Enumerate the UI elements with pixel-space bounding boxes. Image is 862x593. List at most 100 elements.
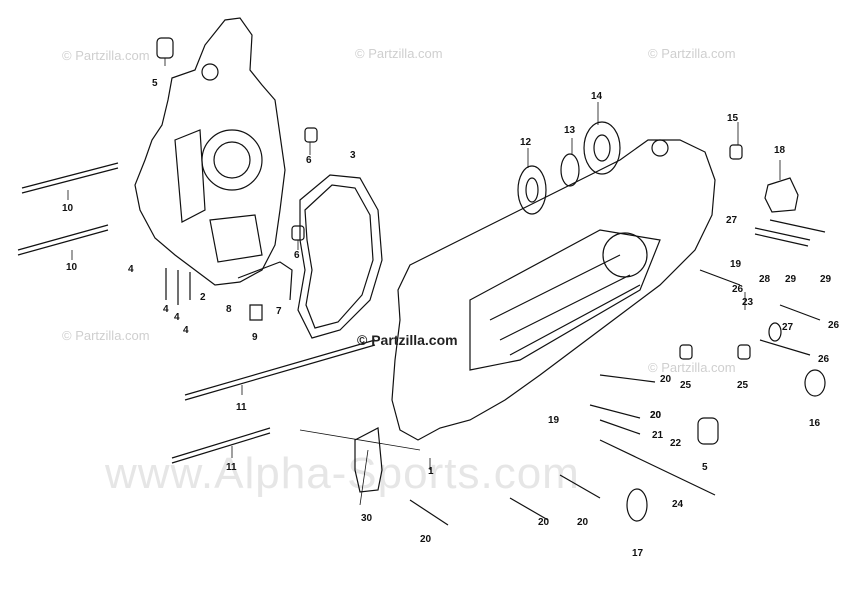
callout-1: 1 <box>428 466 434 477</box>
callout-2: 2 <box>200 292 206 303</box>
bolt-20-c <box>409 499 449 526</box>
callout-25-a: 25 <box>680 380 692 391</box>
callout-18: 18 <box>774 145 786 156</box>
callout-29-a: 29 <box>785 274 797 285</box>
gasket-3-inner <box>304 184 374 329</box>
callout-23: 23 <box>742 297 754 308</box>
partzilla-watermark-tr: © Partzilla.com <box>648 46 736 61</box>
callout-26-a: 26 <box>732 284 744 295</box>
callout-27-a: 27 <box>726 215 738 226</box>
bearing-14-inner <box>593 134 611 162</box>
dowel-6-lower <box>291 225 305 241</box>
dowel-6-upper <box>304 127 318 143</box>
callout-4-c: 4 <box>174 312 180 323</box>
callout-15: 15 <box>727 113 739 124</box>
callout-5-a: 5 <box>152 78 158 89</box>
callout-16: 16 <box>809 418 821 429</box>
callout-4-a: 4 <box>128 264 134 275</box>
bearing-12 <box>517 165 547 215</box>
alpha-sports-watermark: www.Alpha-Sports.com <box>104 449 580 498</box>
left-case-bearing-inner <box>213 141 251 179</box>
partzilla-watermark-tl: © Partzilla.com <box>62 48 150 63</box>
callout-11-b: 11 <box>226 462 237 473</box>
bolt-20-e <box>559 474 601 499</box>
callout-30: 30 <box>361 513 373 524</box>
partzilla-watermark-mr: © Partzilla.com <box>648 360 736 375</box>
bolt-20-d <box>509 497 549 521</box>
left-case-mount-hole <box>201 63 219 81</box>
left-case-pocket <box>209 214 263 263</box>
callout-5-b: 5 <box>702 462 708 473</box>
dowel-bushing-5-lower <box>697 417 719 445</box>
callout-24: 24 <box>672 499 684 510</box>
partzilla-watermark-center: © Partzilla.com <box>357 332 458 348</box>
right-case-mount-hole <box>651 139 669 157</box>
right-case-web <box>469 229 661 371</box>
dowel-15 <box>729 144 743 160</box>
bolt-20-b <box>589 404 641 419</box>
right-case-ribs <box>489 254 641 356</box>
washer-16 <box>804 369 826 397</box>
callout-27-b: 27 <box>782 322 794 333</box>
left-case-rib <box>174 129 206 223</box>
callout-19-a: 19 <box>730 259 742 270</box>
callout-9: 9 <box>252 332 258 343</box>
callout-20-d: 20 <box>538 517 550 528</box>
callout-20-c: 20 <box>420 534 432 545</box>
gasket-3 <box>297 174 383 339</box>
oil-seal-13 <box>560 153 580 187</box>
partzilla-watermark-tc: © Partzilla.com <box>355 46 443 61</box>
dowel-bushing-5-top <box>156 37 174 59</box>
bolt-29-left <box>754 227 811 247</box>
callout-20-f: 20 <box>650 410 662 421</box>
dowel-25-b <box>737 344 751 360</box>
bolt-21 <box>599 419 641 435</box>
bolts-26 <box>699 269 821 356</box>
callout-3: 3 <box>350 150 356 161</box>
callout-14: 14 <box>591 91 603 102</box>
oil-pipe-7 <box>237 261 293 301</box>
callout-25-b: 25 <box>737 380 749 391</box>
left-case-bearing-bore <box>201 129 263 191</box>
small-bolts-4 <box>165 268 191 305</box>
stud-10-lower <box>17 224 109 256</box>
callout-20-a: 20 <box>660 374 672 385</box>
callout-26-c: 26 <box>818 354 830 365</box>
callout-10-b: 10 <box>66 262 78 273</box>
callout-8: 8 <box>226 304 232 315</box>
callout-12: 12 <box>520 137 532 148</box>
bolt-24 <box>599 439 716 496</box>
callout-22: 22 <box>670 438 682 449</box>
callout-6-b: 6 <box>294 250 300 261</box>
callout-10-a: 10 <box>62 203 74 214</box>
callout-11-a: 11 <box>236 402 247 413</box>
callout-26-b: 26 <box>828 320 840 331</box>
washer-27 <box>768 322 782 342</box>
plate-30 <box>354 427 383 493</box>
callout-29-b: 29 <box>820 274 832 285</box>
callout-21: 21 <box>652 430 664 441</box>
bolt-20-a <box>599 374 656 383</box>
callout-4-d: 4 <box>183 325 189 336</box>
callout-7: 7 <box>276 306 282 317</box>
left-crankcase-half <box>134 17 286 286</box>
bearing-14 <box>583 121 621 175</box>
stud-10-upper <box>21 162 119 194</box>
callout-20-b: 20 <box>650 410 662 421</box>
partzilla-watermark-ml: © Partzilla.com <box>62 328 150 343</box>
dowel-25-a <box>679 344 693 360</box>
callout-20-e: 20 <box>577 517 589 528</box>
callout-28: 28 <box>759 274 771 285</box>
bearing-12-inner <box>525 177 539 203</box>
stud-11-upper <box>184 339 376 401</box>
right-case-bore <box>602 232 648 278</box>
mount-18 <box>764 177 799 213</box>
leader-lines <box>67 58 781 506</box>
callout-17: 17 <box>632 548 644 559</box>
bolt-29-right <box>769 219 826 233</box>
callout-4-b: 4 <box>163 304 169 315</box>
bolt-9 <box>249 304 263 321</box>
callout-19-b: 19 <box>548 415 560 426</box>
